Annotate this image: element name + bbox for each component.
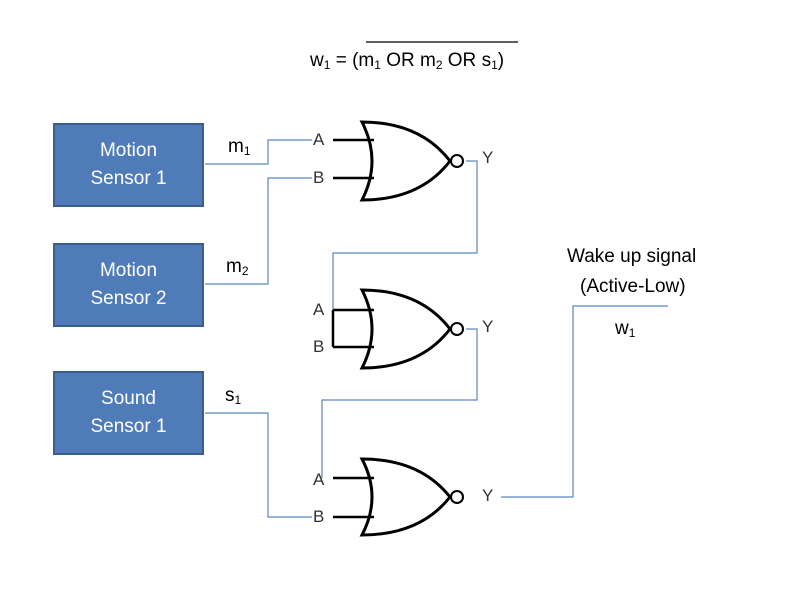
gate3-pin-a: A [313,470,325,489]
gate1-pin-a: A [313,130,325,149]
sensor-label-line2: Sensor 1 [90,416,167,437]
nor-gate-1 [333,120,464,202]
sound-sensor-1-box: Sound Sensor 1 [53,371,204,455]
signal-label-s1: s1 [225,385,242,407]
sensor-label-line2: Sensor 1 [90,168,167,189]
nor-gate-2 [331,288,464,370]
output-title-line2: (Active-Low) [580,276,686,297]
motion-sensor-2-box: Motion Sensor 2 [53,243,204,327]
gate2-pin-a: A [313,300,325,319]
gate2-pin-y: Y [482,317,494,336]
output-signal-label-w1: w1 [615,318,636,340]
equation: w1 = (m1 OR m2 OR s1) [310,50,505,72]
wire-gate2-out [321,328,478,478]
gate2-pin-b: B [313,337,325,356]
signal-label-m2: m2 [226,256,249,278]
wire-output [501,305,668,498]
gate3-pin-y: Y [482,486,494,505]
wire-m2 [205,177,312,285]
signal-label-m1: m1 [228,136,251,158]
gate1-pin-b: B [313,168,325,187]
motion-sensor-1-box: Motion Sensor 1 [53,123,204,207]
sensor-label-line2: Sensor 2 [90,288,167,309]
wire-gate1-out [332,160,478,310]
sensor-label-line1: Motion [99,140,158,161]
gate3-pin-b: B [313,507,325,526]
gate1-pin-y: Y [482,148,494,167]
eq-lhs: w [310,50,324,71]
nor-gate-3 [333,457,464,537]
wire-s1 [205,412,312,518]
sensor-label-line1: Sound [101,388,156,409]
sensor-label-line1: Motion [99,260,158,281]
output-title-line1: Wake up signal [567,246,697,267]
wire-m1 [205,139,312,165]
